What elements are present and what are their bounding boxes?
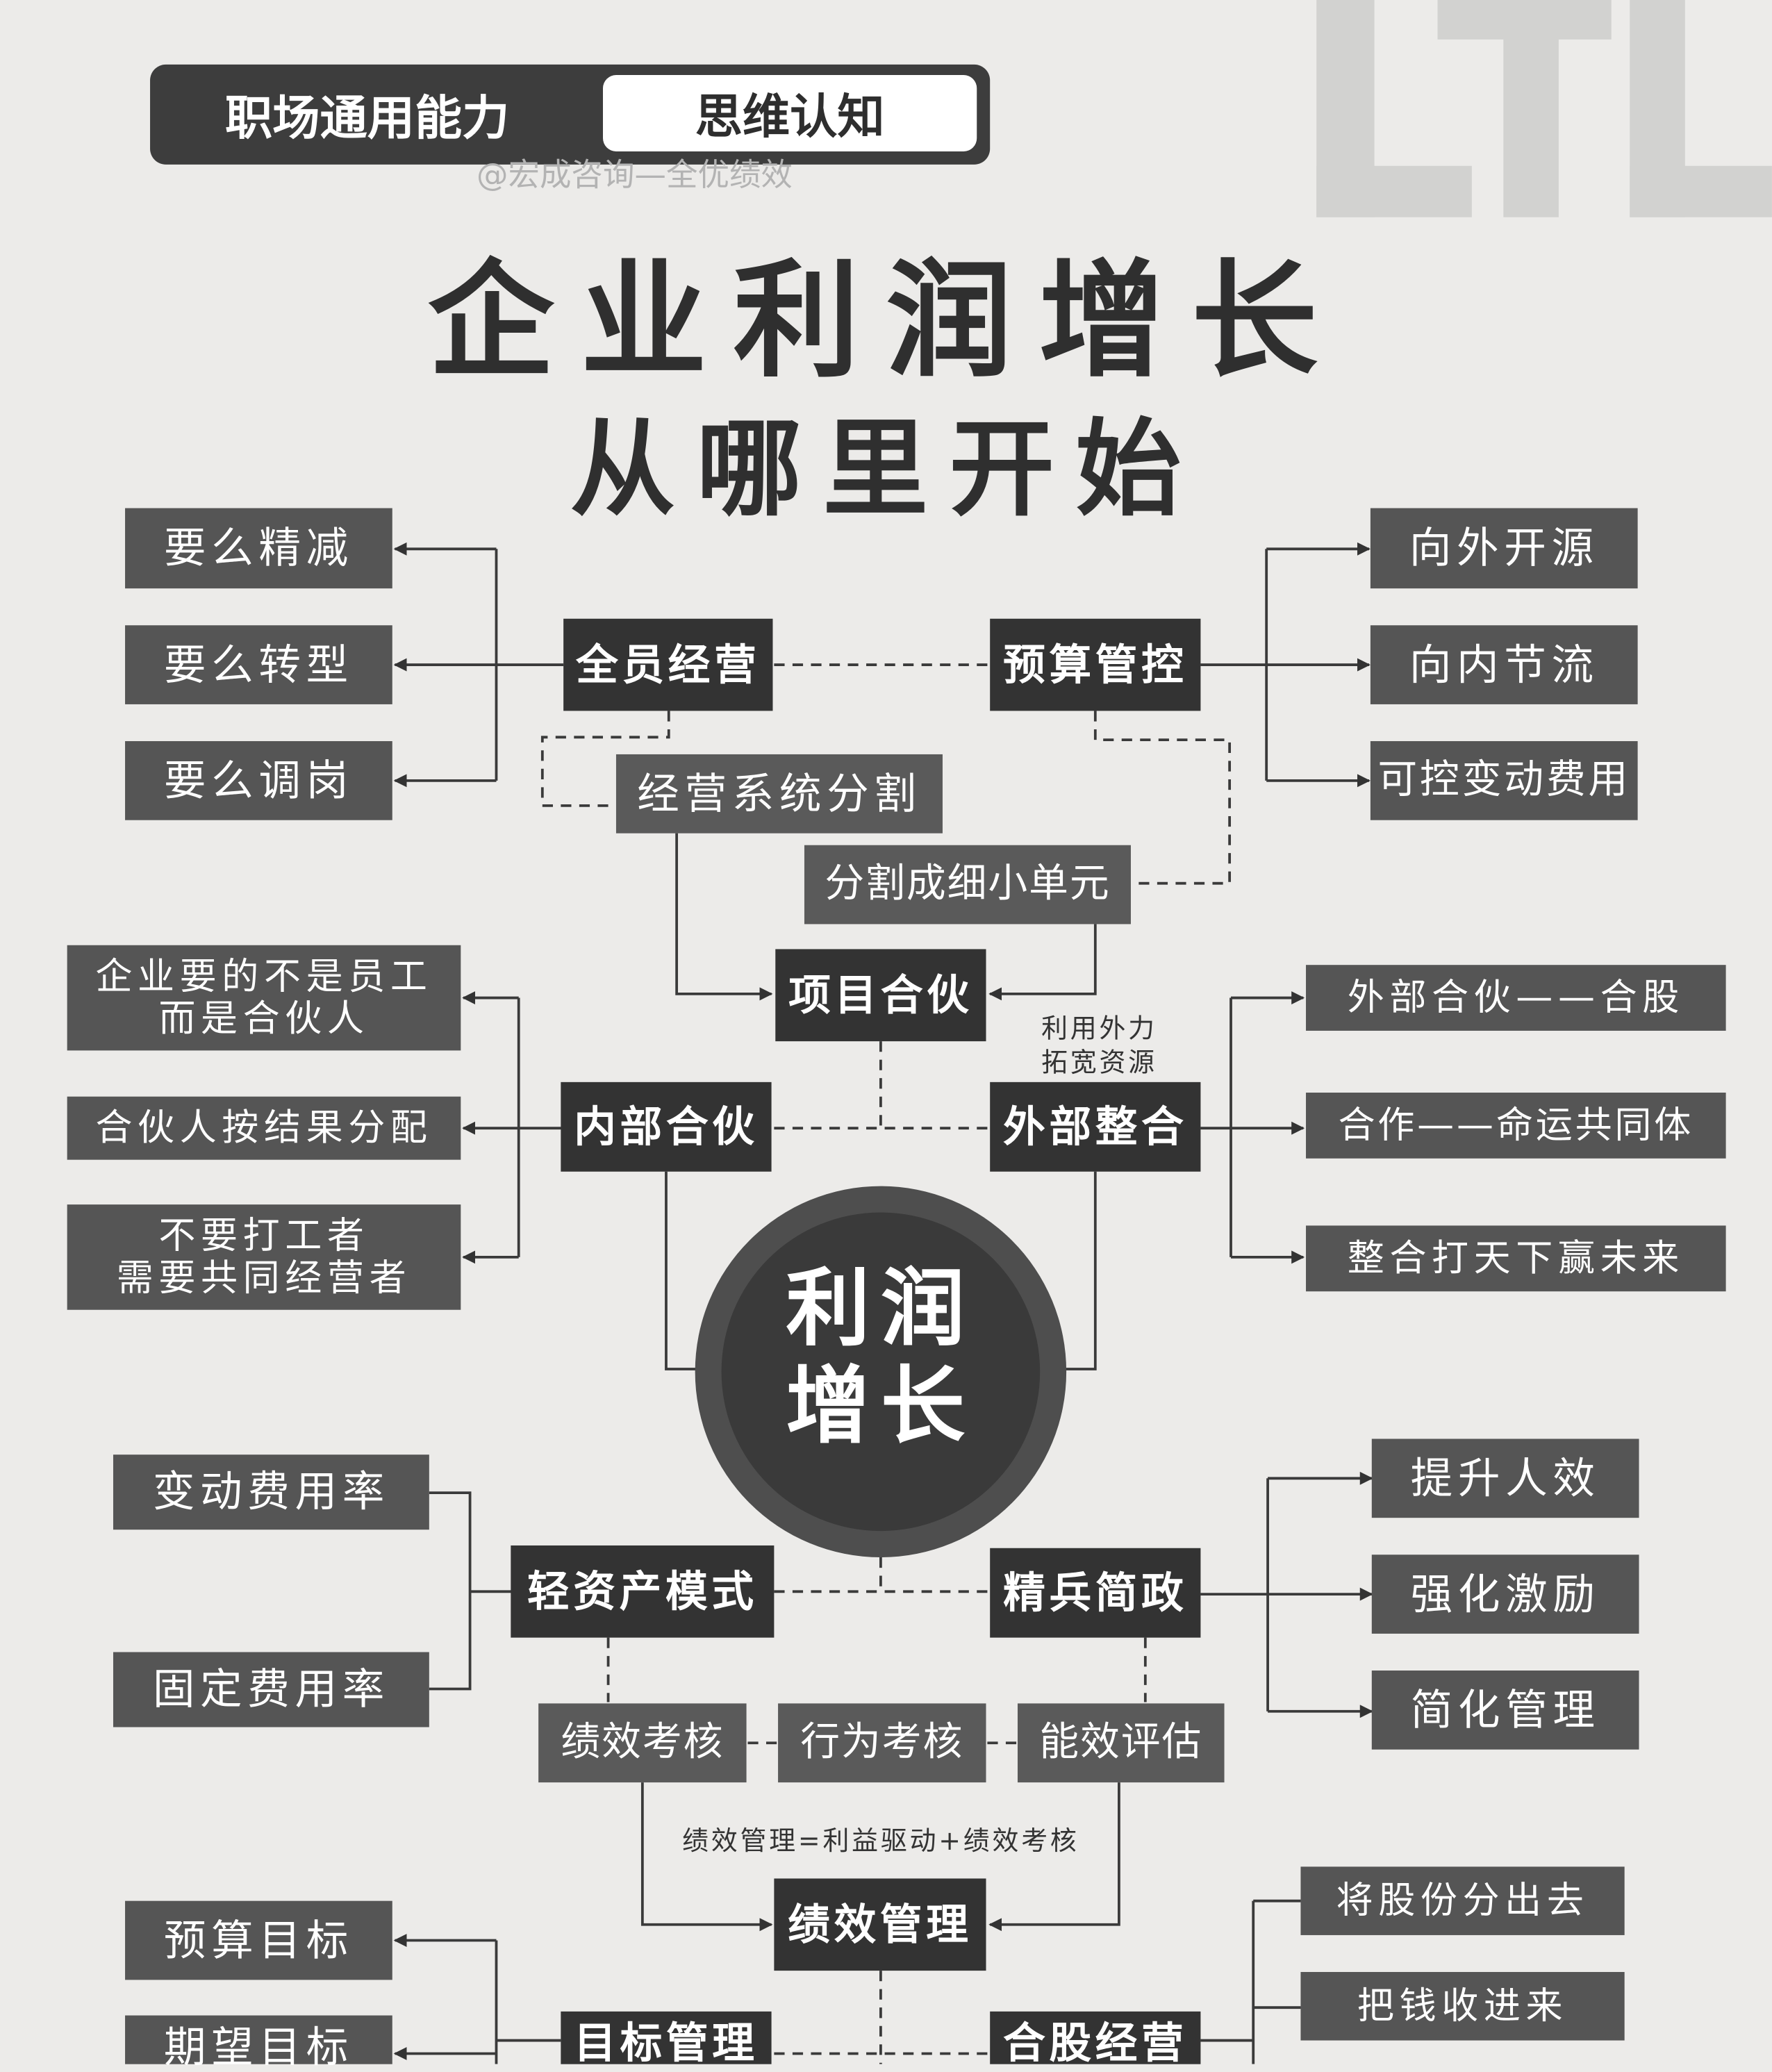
node-xiangmu: 项目合伙 <box>775 949 986 1042</box>
note-formula: 绩效管理=利益驱动+绩效考核 <box>682 1824 1079 1857</box>
leaf-jieliu: 向内节流 <box>1370 625 1638 704</box>
hub-label-line1: 利润 <box>786 1261 976 1359</box>
leaf-yusuan-mubiao: 预算目标 <box>125 1900 392 1980</box>
node-jixiao-kaohe: 绩效考核 <box>538 1703 747 1783</box>
node-waibu: 外部整合 <box>990 1081 1201 1172</box>
leaf-zhenghe: 整合打天下赢未来 <box>1306 1225 1726 1292</box>
node-fenge-xiao: 分割成细小单元 <box>804 845 1131 925</box>
credit-text: @宏成咨询—全优绩效 <box>477 156 793 194</box>
node-quanyuan: 全员经营 <box>563 618 773 711</box>
leaf-hehuoren-line1: 企业要的不是员工 <box>95 954 433 998</box>
leaf-kaiyuan: 向外开源 <box>1370 508 1638 589</box>
leaf-zhuanxing: 要么转型 <box>125 625 392 704</box>
leaf-jili: 强化激励 <box>1371 1555 1639 1634</box>
sub-title: 从哪里开始 <box>570 408 1202 531</box>
node-yusuan: 预算管控 <box>990 618 1201 711</box>
category-tag-bar: 职场通用能力 思维认知 <box>150 64 991 165</box>
leaf-biandong: 变动费用率 <box>113 1454 429 1530</box>
category-tag-thinking: 思维认知 <box>603 75 977 151</box>
ltl-watermark <box>1316 0 1772 217</box>
leaf-hehuoren-line2: 而是合伙人 <box>158 996 370 1041</box>
hub-label-line2: 增长 <box>786 1358 976 1457</box>
leaf-tiaogang: 要么调岗 <box>125 740 392 820</box>
node-xingwei-kaohe: 行为考核 <box>778 1703 986 1783</box>
node-jingbing: 精兵简政 <box>990 1548 1201 1638</box>
leaf-qiwang-mubiao: 期望目标 <box>125 2015 392 2071</box>
hub-circle <box>721 1212 1041 1532</box>
note-waili-line2: 拓宽资源 <box>1041 1046 1157 1079</box>
leaf-dagong-line1: 不要打工者 <box>158 1213 370 1257</box>
leaf-renxiao: 提升人效 <box>1371 1439 1639 1518</box>
node-neibu: 内部合伙 <box>561 1081 772 1172</box>
note-waili-line1: 利用外力 <box>1041 1012 1157 1044</box>
leaf-kekong: 可控变动费用 <box>1370 740 1638 820</box>
leaf-jianhua: 简化管理 <box>1371 1671 1639 1750</box>
leaf-waibu-hegu: 外部合伙——合股 <box>1306 965 1726 1031</box>
leaf-ba-qian: 把钱收进来 <box>1300 1972 1625 2041</box>
node-qingzichan: 轻资产模式 <box>511 1545 775 1638</box>
node-jixiao-guanli: 绩效管理 <box>774 1878 986 1971</box>
node-hegu: 合股经营 <box>990 2011 1201 2067</box>
node-jingying-fenge: 经营系统分割 <box>615 754 943 834</box>
leaf-hehuoren: 企业要的不是员工 而是合伙人 <box>67 945 461 1051</box>
leaf-dagong: 不要打工者 需要共同经营者 <box>67 1204 461 1310</box>
note-waili: 利用外力 拓宽资源 <box>1027 1011 1171 1080</box>
category-tag-general-skills: 职场通用能力 <box>225 92 510 147</box>
node-mubiao: 目标管理 <box>561 2011 772 2067</box>
leaf-fenpei: 合伙人按结果分配 <box>67 1096 461 1160</box>
node-nengxiao: 能效评估 <box>1017 1703 1225 1783</box>
main-title: 企业利润增长 <box>427 247 1344 395</box>
leaf-jingjian: 要么精减 <box>125 508 392 589</box>
leaf-guding: 固定费用率 <box>113 1652 429 1727</box>
leaf-dagong-line2: 需要共同经营者 <box>116 1256 412 1300</box>
hub-label: 利润 增长 <box>722 1261 1041 1456</box>
leaf-hezuo: 合作——命运共同体 <box>1306 1093 1726 1159</box>
leaf-jiang-gufen: 将股份分出去 <box>1300 1866 1625 1935</box>
